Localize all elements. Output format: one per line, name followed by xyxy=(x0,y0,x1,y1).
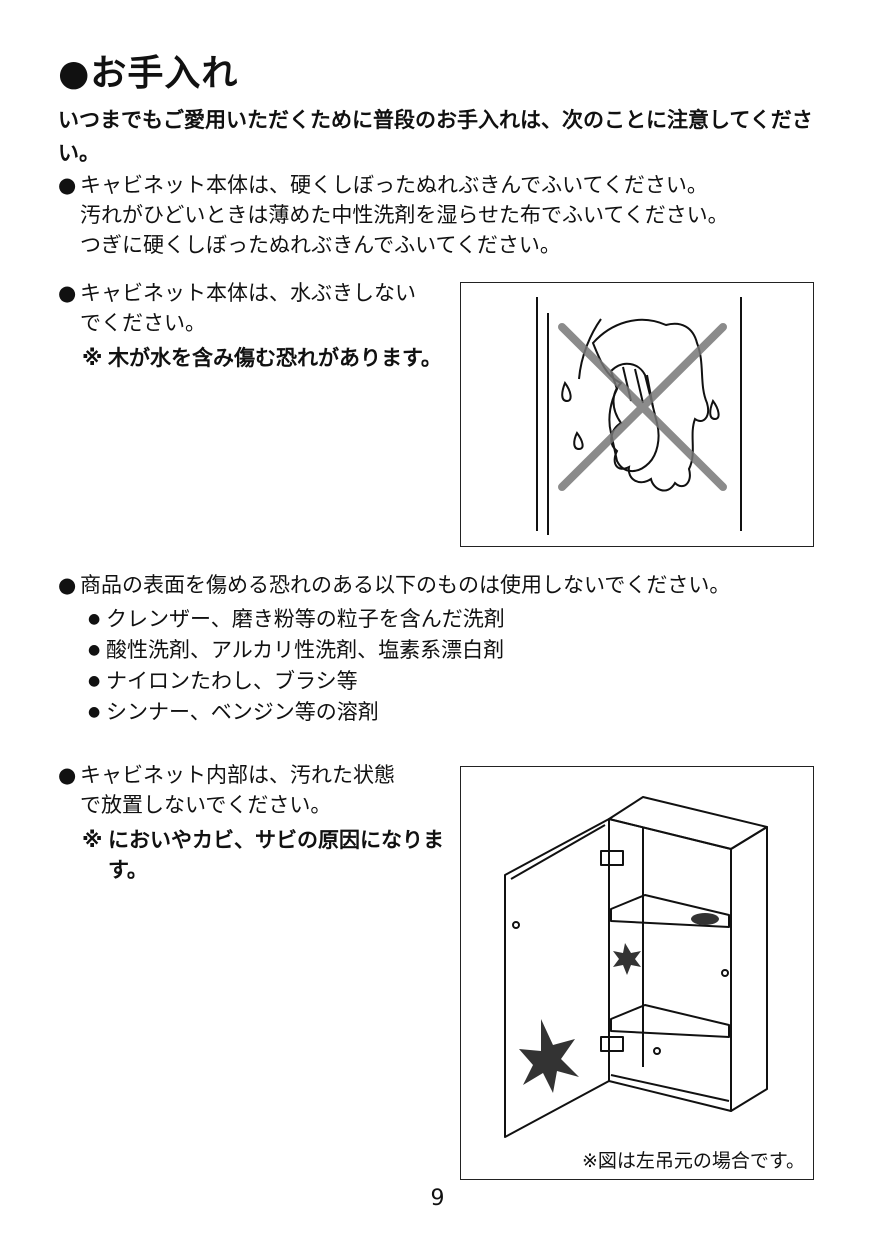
dot-icon: ● xyxy=(88,673,101,689)
care-item-no-water: ● キャビネット本体は、水ぶきしない でください。 xyxy=(58,278,472,338)
care-item-line: 汚れがひどいときは薄めた中性洗剤を湿らせた布でふいてください。 xyxy=(80,203,729,227)
bullet-icon: ● xyxy=(58,763,77,787)
dot-icon: ● xyxy=(88,611,101,627)
bullet-icon: ● xyxy=(58,173,77,197)
warning-note: ※ においやカビ、サビの原因になります。 xyxy=(82,825,458,885)
list-item: ● ナイロンたわし、ブラシ等 xyxy=(88,666,505,697)
warning-note-text: 木が水を含み傷む恐れがあります。 xyxy=(108,346,442,370)
list-item: ● クレンザー、磨き粉等の粒子を含んだ洗剤 xyxy=(88,604,505,635)
figure-caption: ※図は左吊元の場合です。 xyxy=(581,1150,805,1172)
dirty-cabinet-illustration: ※図は左吊元の場合です。 xyxy=(460,766,814,1180)
note-mark: ※ xyxy=(82,346,103,370)
care-item-wipe: ● キャビネット本体は、硬くしぼったぬれぶきんでふいてください。 汚れがひどいと… xyxy=(58,170,860,260)
care-item-line: つぎに硬くしぼったぬれぶきんでふいてください。 xyxy=(80,233,561,257)
care-item-line: でください。 xyxy=(80,311,206,335)
dot-icon: ● xyxy=(88,704,101,720)
list-item: ● 酸性洗剤、アルカリ性洗剤、塩素系漂白剤 xyxy=(88,635,505,666)
bullet-icon: ● xyxy=(58,281,77,305)
page-title: ●お手入れ xyxy=(58,53,239,94)
list-item: ● シンナー、ベンジン等の溶剤 xyxy=(88,697,505,728)
warning-note-text: においやカビ、サビの原因になります。 xyxy=(108,828,444,882)
care-item-line: で放置しないでください。 xyxy=(80,793,332,817)
care-item-avoid-chemicals: ● 商品の表面を傷める恐れのある以下のものは使用しないでください。 xyxy=(58,570,860,600)
dot-icon: ● xyxy=(88,642,101,658)
warning-note: ※ 木が水を含み傷む恐れがあります。 xyxy=(82,343,458,373)
care-item-interior: ● キャビネット内部は、汚れた状態 で放置しないでください。 xyxy=(58,760,472,820)
intro-text: いつまでもご愛用いただくために普段のお手入れは、次のことに注意してください。 xyxy=(58,108,813,165)
care-item-line: キャビネット内部は、汚れた状態 xyxy=(80,763,395,787)
care-item-line: キャビネット本体は、硬くしぼったぬれぶきんでふいてください。 xyxy=(80,173,708,197)
page-number: 9 xyxy=(430,1186,445,1211)
prohibited-list: ● クレンザー、磨き粉等の粒子を含んだ洗剤 ● 酸性洗剤、アルカリ性洗剤、塩素系… xyxy=(88,604,505,728)
note-mark: ※ xyxy=(82,828,103,852)
care-item-line: 商品の表面を傷める恐れのある以下のものは使用しないでください。 xyxy=(80,573,731,597)
bullet-icon: ● xyxy=(58,573,77,597)
no-water-wipe-illustration xyxy=(460,282,814,547)
care-item-line: キャビネット本体は、水ぶきしない xyxy=(80,281,416,305)
